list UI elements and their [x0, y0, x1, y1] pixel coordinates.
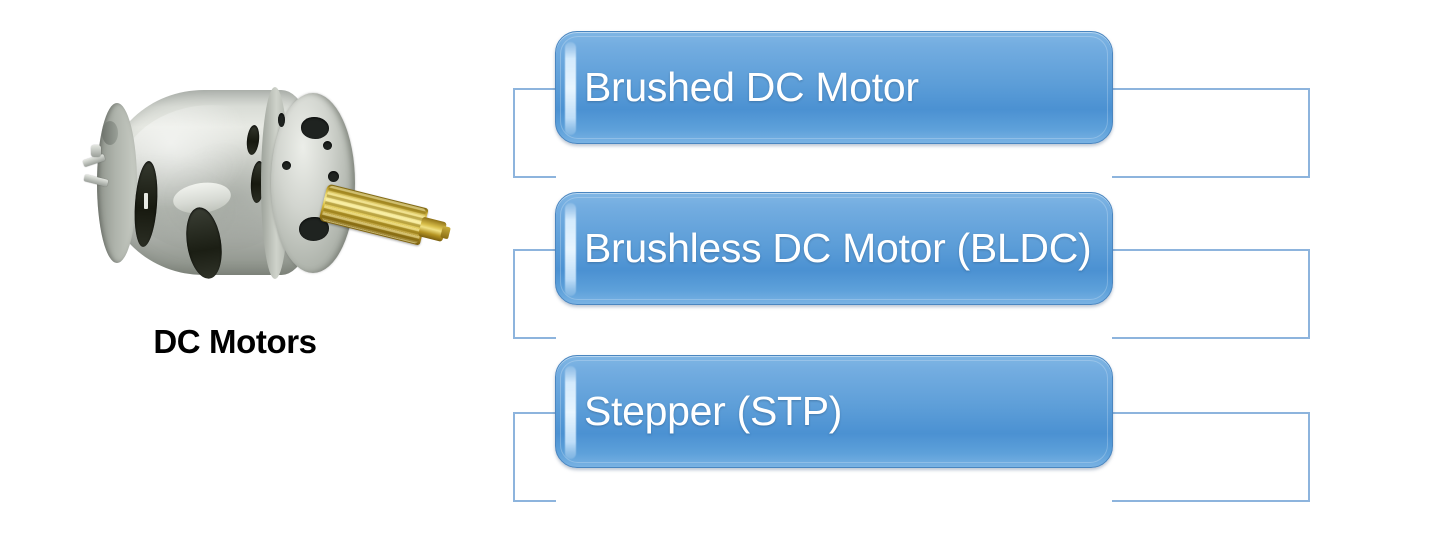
- motor-terminal-tab: [91, 145, 101, 157]
- branch-node-stepper[interactable]: Stepper (STP): [555, 355, 1113, 468]
- motor-rear-notch: [102, 121, 118, 145]
- motor-face-hole: [301, 117, 329, 139]
- dc-motor-root-node: DC Motors: [55, 55, 455, 385]
- branch-node-brushless-dc-motor[interactable]: Brushless DC Motor (BLDC): [555, 192, 1113, 305]
- node-highlight: [565, 42, 576, 135]
- dc-motor-photo: [75, 65, 451, 295]
- branch-node-label: Brushed DC Motor: [584, 64, 919, 110]
- node-highlight: [565, 203, 576, 296]
- branch-node-brushed-dc-motor[interactable]: Brushed DC Motor: [555, 31, 1113, 144]
- motor-face-hole: [282, 161, 291, 170]
- motor-commutator-pin: [144, 193, 148, 209]
- branch-node-label: Brushless DC Motor (BLDC): [584, 225, 1092, 271]
- node-highlight: [565, 366, 576, 459]
- dc-motor-caption: DC Motors: [153, 323, 317, 360]
- motor-face-hole: [328, 171, 339, 182]
- branch-node-label: Stepper (STP): [584, 388, 843, 434]
- motor-face-hole: [278, 113, 285, 127]
- motor-face-hole: [323, 141, 332, 150]
